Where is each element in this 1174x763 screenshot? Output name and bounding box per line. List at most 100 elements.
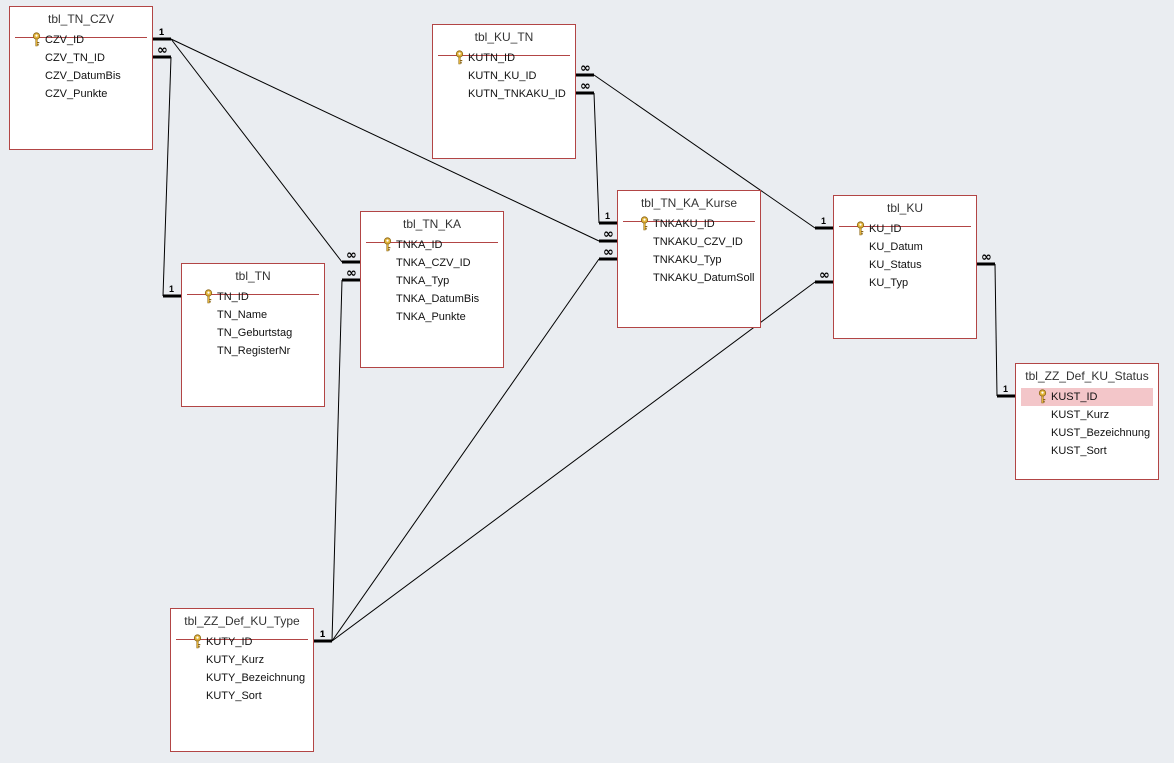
table-title-divider xyxy=(366,242,498,243)
table-title[interactable]: tbl_KU xyxy=(886,201,924,215)
cardinality-many-label: ∞ xyxy=(346,266,357,281)
cardinality-one-label: 1 xyxy=(1003,384,1008,394)
cardinality-many-label: ∞ xyxy=(580,79,591,94)
relationship-4: 1∞ xyxy=(576,79,617,225)
key-icon xyxy=(204,289,213,304)
key-icon xyxy=(455,50,464,65)
field-tnkaku-datumsoll[interactable]: TNKAKU_DatumSoll xyxy=(623,269,755,287)
key-icon xyxy=(193,634,202,649)
field-czv-punkte[interactable]: CZV_Punkte xyxy=(15,85,147,103)
table-title-divider xyxy=(176,639,308,640)
field-tnka-czv-id[interactable]: TNKA_CZV_ID xyxy=(366,254,498,272)
field-name: KUTN_TNKAKU_ID xyxy=(468,88,566,100)
relationship-6: 1∞ xyxy=(977,250,1015,398)
cardinality-one-label: 1 xyxy=(320,629,325,639)
key-icon xyxy=(1038,389,1047,404)
table-title[interactable]: tbl_ZZ_Def_KU_Type xyxy=(184,614,300,628)
table-title[interactable]: tbl_TN_KA xyxy=(402,217,462,231)
field-kust-sort[interactable]: KUST_Sort xyxy=(1021,442,1153,460)
field-kust-id[interactable]: KUST_ID xyxy=(1021,388,1153,406)
table-tbl-ku-tn[interactable]: tbl_KU_TN KUTN_ID KUTN_KU_ID KUTN_TNKAKU_ID xyxy=(432,24,576,159)
cardinality-many-label: ∞ xyxy=(603,227,614,242)
field-name: KUST_ID xyxy=(1051,391,1098,403)
field-name: CZV_ID xyxy=(45,34,85,46)
relationship-line xyxy=(170,38,343,263)
field-name: KU_Datum xyxy=(869,241,923,253)
field-kutn-id[interactable]: KUTN_ID xyxy=(438,49,570,67)
cardinality-one-label: 1 xyxy=(320,629,325,639)
cardinality-one-label: 1 xyxy=(159,27,164,37)
field-name: KUTY_Sort xyxy=(206,690,262,702)
relationship-line xyxy=(994,263,998,397)
field-kuty-sort[interactable]: KUTY_Sort xyxy=(176,687,308,705)
key-icon xyxy=(856,221,865,236)
field-tn-registernr[interactable]: TN_RegisterNr xyxy=(187,342,319,360)
field-name: KUTY_ID xyxy=(206,636,253,648)
key-icon xyxy=(383,237,392,252)
field-name: KUTY_Kurz xyxy=(206,654,265,666)
field-czv-tn-id[interactable]: CZV_TN_ID xyxy=(15,49,147,67)
cardinality-many-label: ∞ xyxy=(157,43,168,58)
field-name: TNKA_DatumBis xyxy=(396,293,480,305)
field-name: KU_ID xyxy=(869,223,902,235)
field-name: KUTN_KU_ID xyxy=(468,70,537,82)
field-name: TNKA_Punkte xyxy=(396,311,466,323)
field-tnka-id[interactable]: TNKA_ID xyxy=(366,236,498,254)
field-name: TNKA_Typ xyxy=(396,275,450,287)
cardinality-many-label: ∞ xyxy=(580,61,591,76)
cardinality-one-label: 1 xyxy=(605,211,610,221)
field-ku-status[interactable]: KU_Status xyxy=(839,256,971,274)
table-title[interactable]: tbl_ZZ_Def_KU_Status xyxy=(1025,369,1149,383)
field-kuty-bezeichnung[interactable]: KUTY_Bezeichnung xyxy=(176,669,308,687)
field-czv-datumbis[interactable]: CZV_DatumBis xyxy=(15,67,147,85)
field-czv-id[interactable]: CZV_ID xyxy=(15,31,147,49)
cardinality-one-label: 1 xyxy=(821,216,826,226)
field-ku-datum[interactable]: KU_Datum xyxy=(839,238,971,256)
field-kust-bezeichnung[interactable]: KUST_Bezeichnung xyxy=(1021,424,1153,442)
field-kuty-id[interactable]: KUTY_ID xyxy=(176,633,308,651)
relationship-line xyxy=(593,92,600,224)
field-name: TN_RegisterNr xyxy=(217,345,291,357)
field-kust-kurz[interactable]: KUST_Kurz xyxy=(1021,406,1153,424)
table-title[interactable]: tbl_KU_TN xyxy=(474,30,534,44)
field-tn-name[interactable]: TN_Name xyxy=(187,306,319,324)
field-name: CZV_TN_ID xyxy=(45,52,105,64)
field-tnkaku-typ[interactable]: TNKAKU_Typ xyxy=(623,251,755,269)
field-name: KU_Typ xyxy=(869,277,909,289)
field-tnka-typ[interactable]: TNKA_Typ xyxy=(366,272,498,290)
field-name: TN_ID xyxy=(217,291,249,303)
field-tn-id[interactable]: TN_ID xyxy=(187,288,319,306)
cardinality-one-label: 1 xyxy=(320,629,325,639)
field-tnka-punkte[interactable]: TNKA_Punkte xyxy=(366,308,498,326)
field-name: KUST_Sort xyxy=(1051,445,1107,457)
table-title[interactable]: tbl_TN xyxy=(235,269,271,283)
field-kutn-tnkaku-id[interactable]: KUTN_TNKAKU_ID xyxy=(438,85,570,103)
field-name: KU_Status xyxy=(869,259,922,271)
field-name: KUTN_ID xyxy=(468,52,516,64)
field-name: TNKA_CZV_ID xyxy=(396,257,471,269)
relationship-line xyxy=(331,279,343,642)
table-title[interactable]: tbl_TN_CZV xyxy=(47,12,115,26)
field-tnkaku-czv-id[interactable]: TNKAKU_CZV_ID xyxy=(623,233,755,251)
field-tn-geburtstag[interactable]: TN_Geburtstag xyxy=(187,324,319,342)
field-kuty-kurz[interactable]: KUTY_Kurz xyxy=(176,651,308,669)
field-name: CZV_Punkte xyxy=(45,88,108,100)
field-name: CZV_DatumBis xyxy=(45,70,121,82)
field-ku-typ[interactable]: KU_Typ xyxy=(839,274,971,292)
field-ku-id[interactable]: KU_ID xyxy=(839,220,971,238)
relationship-3: 1∞ xyxy=(153,43,181,298)
field-tnkaku-id[interactable]: TNKAKU_ID xyxy=(623,215,755,233)
table-title[interactable]: tbl_TN_KA_Kurse xyxy=(640,196,738,210)
field-name: TN_Geburtstag xyxy=(217,327,293,339)
field-tnka-datumbis[interactable]: TNKA_DatumBis xyxy=(366,290,498,308)
field-kutn-ku-id[interactable]: KUTN_KU_ID xyxy=(438,67,570,85)
cardinality-many-label: ∞ xyxy=(603,245,614,260)
